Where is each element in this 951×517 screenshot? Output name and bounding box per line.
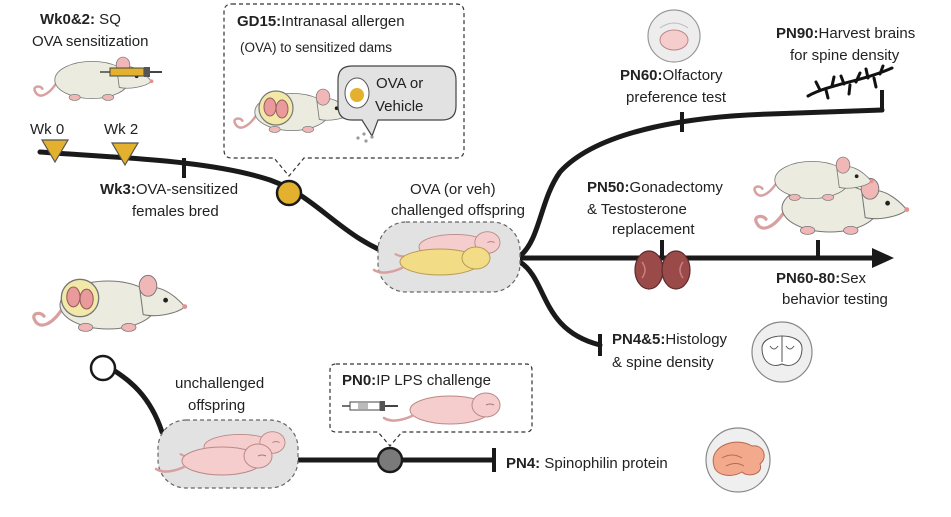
unchallenged-timeline <box>107 365 165 435</box>
testes-icon <box>634 250 691 290</box>
ova-vehicle-bubble <box>337 65 457 138</box>
pn45-label: PN4&5:Histology <box>612 331 728 348</box>
pn50-label-line3: replacement <box>612 221 695 238</box>
unchallenged-node <box>89 354 117 382</box>
wk0-marker <box>40 139 70 164</box>
control-dam-illustration <box>32 273 189 333</box>
wk3-label-line2: females bred <box>132 203 219 220</box>
unchallenged-label: unchallenged <box>175 375 264 392</box>
gd15-label: GD15:Intranasal allergen <box>237 13 405 30</box>
ova-pup-illustration-2 <box>372 246 491 276</box>
vehicle-label: Vehicle <box>375 98 423 115</box>
main-arrow-head <box>872 248 894 268</box>
syringe-icon <box>100 67 162 77</box>
pn90-label: PN90:Harvest brains <box>776 25 915 42</box>
dendrite-spine-icon <box>806 64 894 100</box>
pn6080-label: PN60-80:Sex <box>776 270 867 287</box>
lps-challenge-node <box>376 446 404 474</box>
ova-offspring-label-line2: challenged offspring <box>391 202 525 219</box>
wk02-label: Wk0&2: SQ <box>40 11 121 28</box>
ova-or-label: OVA or <box>376 75 423 92</box>
pn60-olfactory-label: PN60:Olfactory <box>620 67 723 84</box>
pn50-label-line2: & Testosterone <box>587 201 687 218</box>
whole-brain-icon <box>705 427 771 493</box>
gd15-label-line2: (OVA) to sensitized dams <box>240 40 392 55</box>
pn6080-label-line2: behavior testing <box>782 291 888 308</box>
control-dam-uterus-icon <box>60 278 100 318</box>
wk3-label: Wk3:OVA-sensitized <box>100 181 238 198</box>
pn90-label-line2: for spine density <box>790 47 900 64</box>
sensitized-mouse-illustration <box>33 55 155 102</box>
sensitization-timeline <box>37 149 403 261</box>
ova-challenge-node <box>275 179 303 207</box>
pn4-label: PN4: Spinophilin protein <box>506 455 668 472</box>
wk02-label-line2: OVA sensitization <box>32 33 148 50</box>
pn60-olfactory-label-line2: preference test <box>626 89 727 106</box>
mating-mice-illustration <box>753 155 911 236</box>
lps-syringe-icon <box>342 401 398 411</box>
wk2-marker <box>110 142 140 167</box>
pn45-label-line2: & spine density <box>612 354 714 371</box>
pn0-label: PN0:IP LPS challenge <box>342 372 491 389</box>
olfactory-test-icon <box>647 9 701 63</box>
wk2-label: Wk 2 <box>104 121 138 138</box>
brain-section-icon <box>751 321 813 383</box>
branch-to-pn45 <box>517 259 603 348</box>
branch-to-pn60-pn90 <box>517 107 885 259</box>
wk0-label: Wk 0 <box>30 121 64 138</box>
pn50-label: PN50:Gonadectomy <box>587 179 723 196</box>
unchallenged-label-line2: offspring <box>188 397 245 414</box>
dam-uterus-icon <box>258 90 294 126</box>
egg-icon <box>344 77 370 109</box>
ova-offspring-label: OVA (or veh) <box>410 181 496 198</box>
intranasal-spray-icon <box>356 132 374 143</box>
